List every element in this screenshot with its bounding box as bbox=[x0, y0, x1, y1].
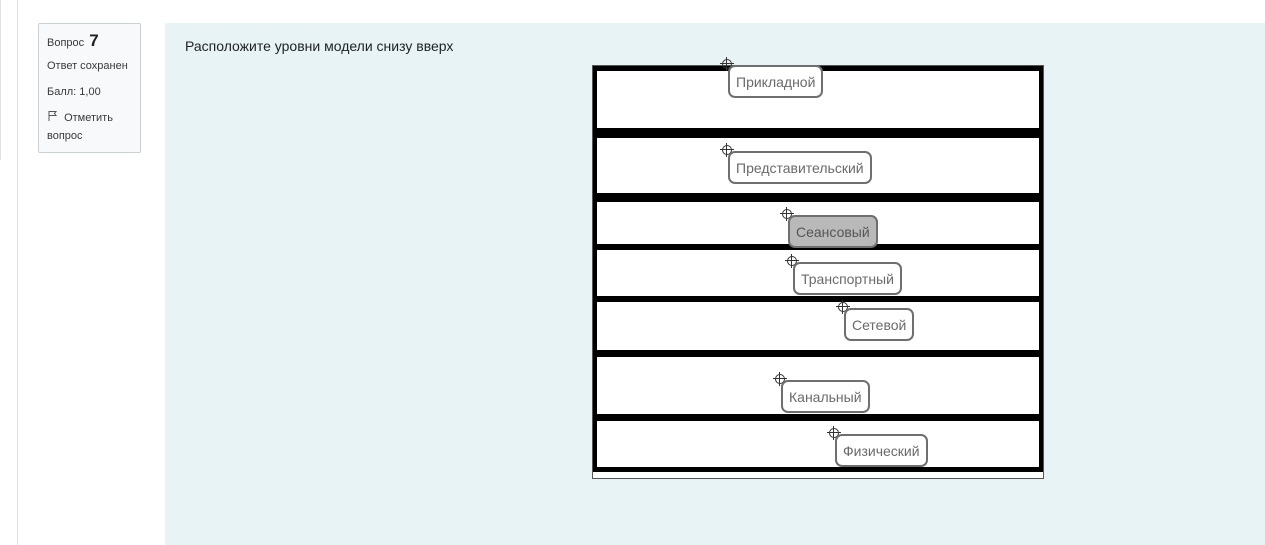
marker-label[interactable]: Канальный bbox=[781, 380, 870, 413]
question-info-box: Вопрос 7 Ответ сохранен Балл: 1,00 Отмет… bbox=[38, 23, 141, 153]
marker-label[interactable]: Сетевой bbox=[844, 308, 915, 341]
crosshair-icon bbox=[773, 372, 787, 386]
layer-divider bbox=[593, 193, 1043, 202]
question-number-value: 7 bbox=[89, 31, 99, 50]
left-divider bbox=[17, 0, 18, 545]
question-content: Расположите уровни модели снизу вверх Пр… bbox=[165, 23, 1265, 545]
crosshair-icon bbox=[836, 300, 850, 314]
crosshair-icon bbox=[720, 57, 734, 71]
marker-label[interactable]: Сеансовый bbox=[788, 215, 878, 248]
flag-question-label: Отметить вопрос bbox=[47, 112, 113, 142]
layer-divider bbox=[593, 128, 1043, 138]
question-grade: Балл: 1,00 bbox=[47, 86, 101, 98]
question-label: Вопрос bbox=[47, 37, 85, 49]
marker-label[interactable]: Представительский bbox=[728, 151, 872, 184]
drop-area-right-edge bbox=[1039, 66, 1043, 471]
layer-divider bbox=[593, 414, 1043, 421]
layer-divider bbox=[593, 296, 1043, 302]
crosshair-icon bbox=[827, 426, 841, 440]
crosshair-icon bbox=[785, 254, 799, 268]
question-state: Ответ сохранен bbox=[47, 60, 128, 72]
layer-divider bbox=[593, 467, 1043, 472]
question-number: Вопрос 7 bbox=[47, 32, 132, 52]
marker-label[interactable]: Транспортный bbox=[793, 262, 902, 295]
flag-icon bbox=[48, 111, 57, 121]
crosshair-icon bbox=[720, 143, 734, 157]
question-text: Расположите уровни модели снизу вверх bbox=[185, 38, 454, 54]
drop-area-left-edge bbox=[593, 66, 597, 471]
marker-label[interactable]: Прикладной bbox=[728, 65, 824, 98]
marker-label[interactable]: Физический bbox=[835, 434, 928, 467]
layer-divider bbox=[593, 350, 1043, 357]
left-stub-line bbox=[0, 0, 1, 160]
flag-question-button[interactable]: Отметить вопрос bbox=[47, 109, 132, 145]
crosshair-icon bbox=[780, 207, 794, 221]
